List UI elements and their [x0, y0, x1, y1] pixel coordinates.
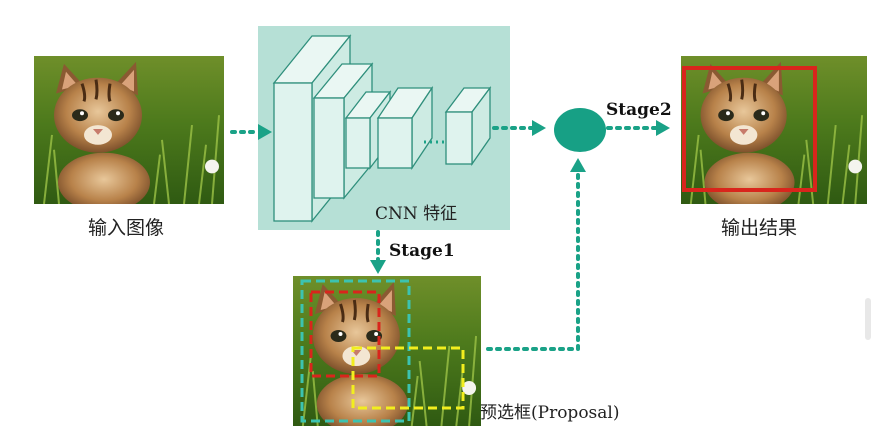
proposal-box-teal	[300, 279, 411, 423]
input-image-label: 输入图像	[88, 217, 165, 239]
output-bounding-box	[682, 66, 817, 192]
stage1-label: Stage1	[389, 241, 455, 261]
cnn-layer-blocks	[272, 34, 492, 223]
cnn-features-label: CNN 特征	[375, 204, 458, 224]
scrollbar-handle[interactable]	[865, 298, 871, 340]
proposal-box-red	[309, 290, 381, 378]
proposal-box-yellow	[351, 346, 465, 410]
stage2-label: Stage2	[606, 100, 672, 120]
output-result-label: 输出结果	[721, 217, 798, 239]
proposal-label: 预选框(Proposal)	[480, 403, 620, 423]
proposal-boxes	[300, 279, 465, 423]
merge-node	[554, 108, 606, 152]
